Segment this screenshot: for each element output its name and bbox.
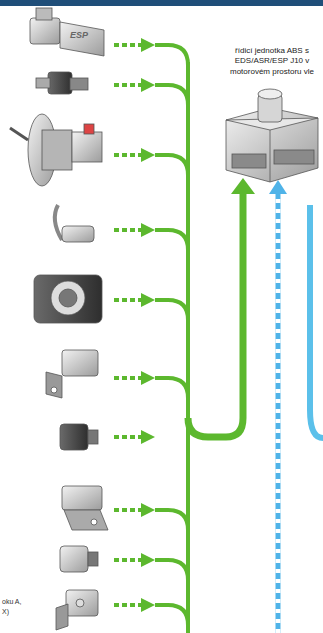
note-fragment: X) [2, 608, 9, 615]
input-arrow-heads [141, 38, 155, 612]
unit-title: řídicí jednotka ABS s EDS/ASR/ESP J10 v … [222, 46, 322, 77]
output-line [310, 205, 323, 438]
arrow-head [269, 180, 287, 194]
signal-line [276, 192, 281, 633]
main-feed [188, 192, 243, 437]
note-fragment: oku A, [2, 598, 21, 605]
signal-line-dash [276, 192, 281, 633]
control-unit-heading: řídicí jednotka ABS s EDS/ASR/ESP J10 v … [222, 46, 322, 77]
top-bar [0, 0, 323, 6]
signal-bus [186, 62, 190, 633]
button-label: ESP [70, 30, 88, 40]
abs-unit-figure [226, 89, 318, 182]
sensor-figures [10, 8, 108, 630]
bus-joins [155, 45, 188, 625]
arrow-head [231, 178, 255, 194]
input-arrows [114, 45, 142, 605]
